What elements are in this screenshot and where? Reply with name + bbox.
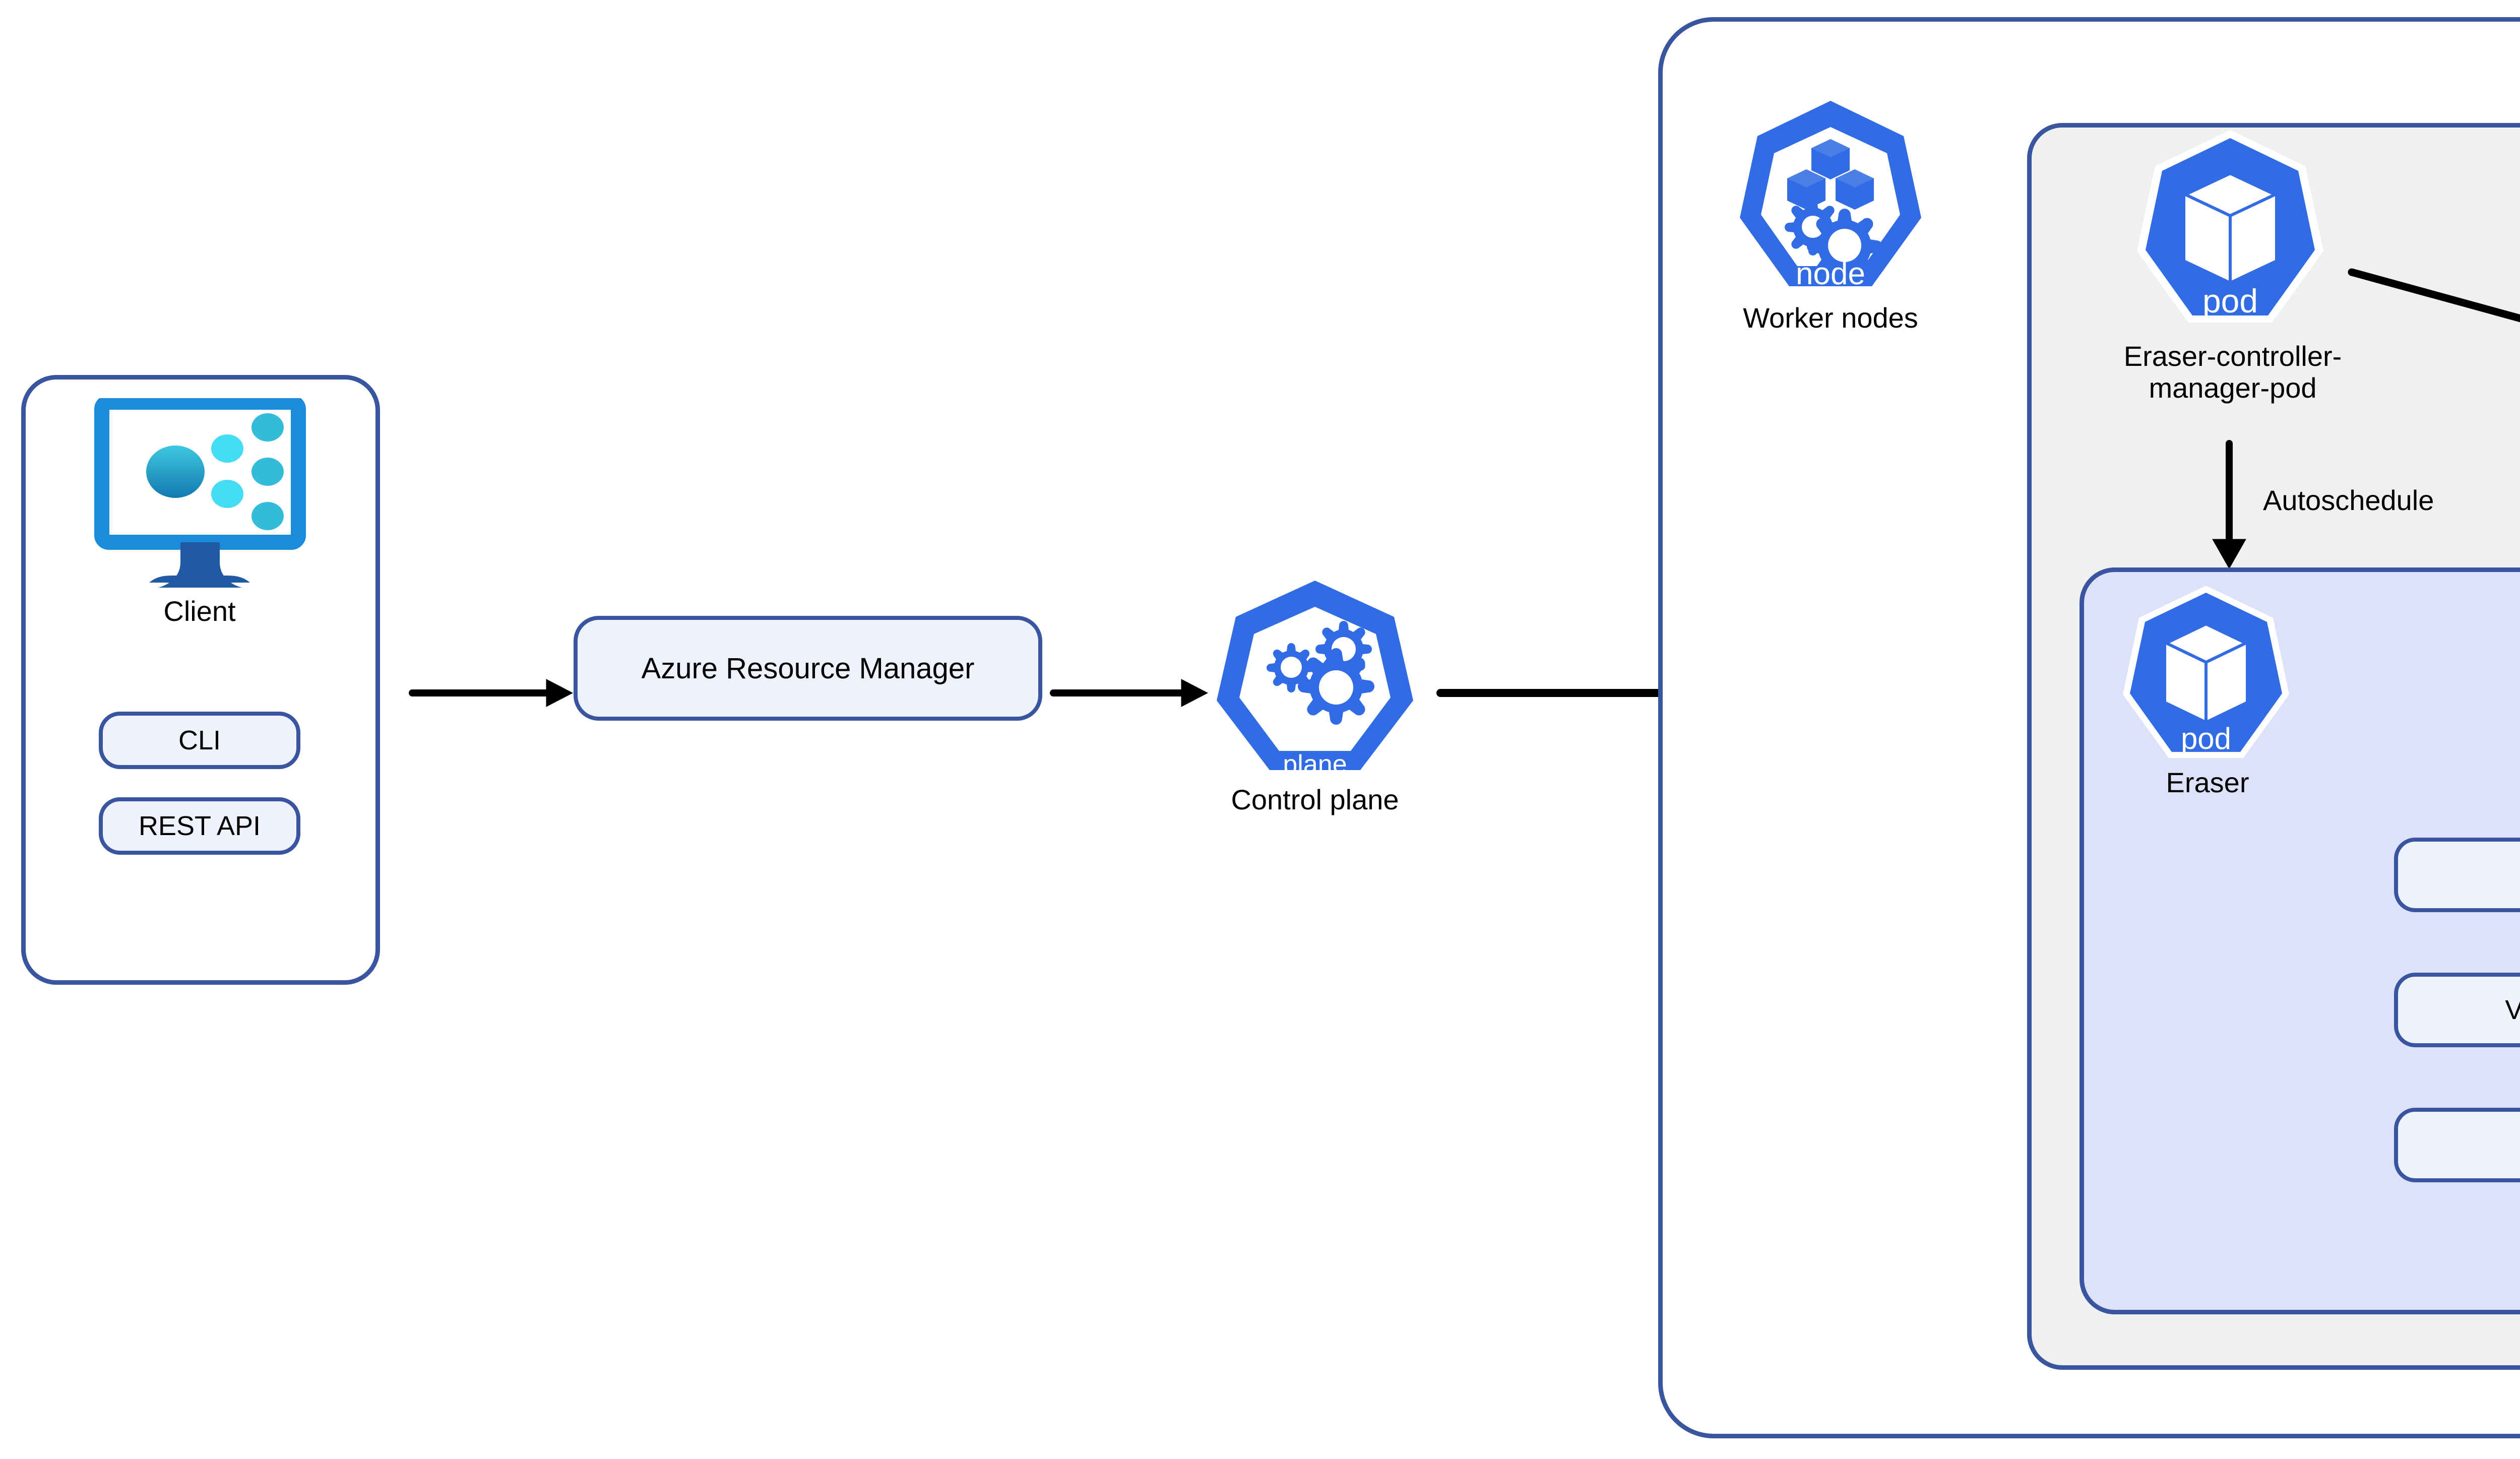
client-caption: Client	[163, 595, 236, 627]
worker-nodes-icon-text: node	[1796, 257, 1865, 291]
control-plane-icon: control plane	[1217, 578, 1413, 779]
arrow-client-to-arm	[409, 679, 574, 707]
eraser-controller-manager-pod-icon: pod	[2137, 130, 2323, 332]
eraser-controller-pod-icon-text: pod	[2202, 282, 2258, 320]
cli-button[interactable]: CLI	[99, 712, 300, 769]
control-plane-icon-text-line1: control	[1276, 725, 1354, 754]
vulnerability-scanner-box[interactable]: Vulnerability scanner	[2394, 973, 2520, 1047]
control-plane-icon-text-line2: plane	[1283, 750, 1347, 779]
rest-api-button[interactable]: REST API	[99, 797, 300, 855]
worker-nodes-icon: node	[1740, 99, 1921, 295]
eraser-pod-icon-text: pod	[2181, 722, 2231, 755]
arrow-arm-to-control-plane	[1050, 679, 1209, 707]
azure-resource-manager-box[interactable]: Azure Resource Manager	[574, 616, 1042, 721]
control-plane-caption: Control plane	[1231, 784, 1399, 815]
eraser-controller-manager-pod-caption: Eraser-controller- manager-pod	[2123, 340, 2342, 404]
worker-nodes-caption: Worker nodes	[1743, 302, 1918, 334]
arrow-controller-to-remover	[2348, 268, 2520, 323]
eraser-pod-icon: pod	[2123, 586, 2289, 767]
monitor-icon	[74, 395, 326, 590]
arrow-autoschedule	[2212, 440, 2246, 569]
pipeline-remover-box[interactable]: Remover	[2394, 1108, 2520, 1182]
eraser-pod-caption: Eraser	[2166, 767, 2249, 798]
autoschedule-label: Autoschedule	[2263, 484, 2434, 516]
collector-box[interactable]: Collector	[2394, 838, 2520, 912]
